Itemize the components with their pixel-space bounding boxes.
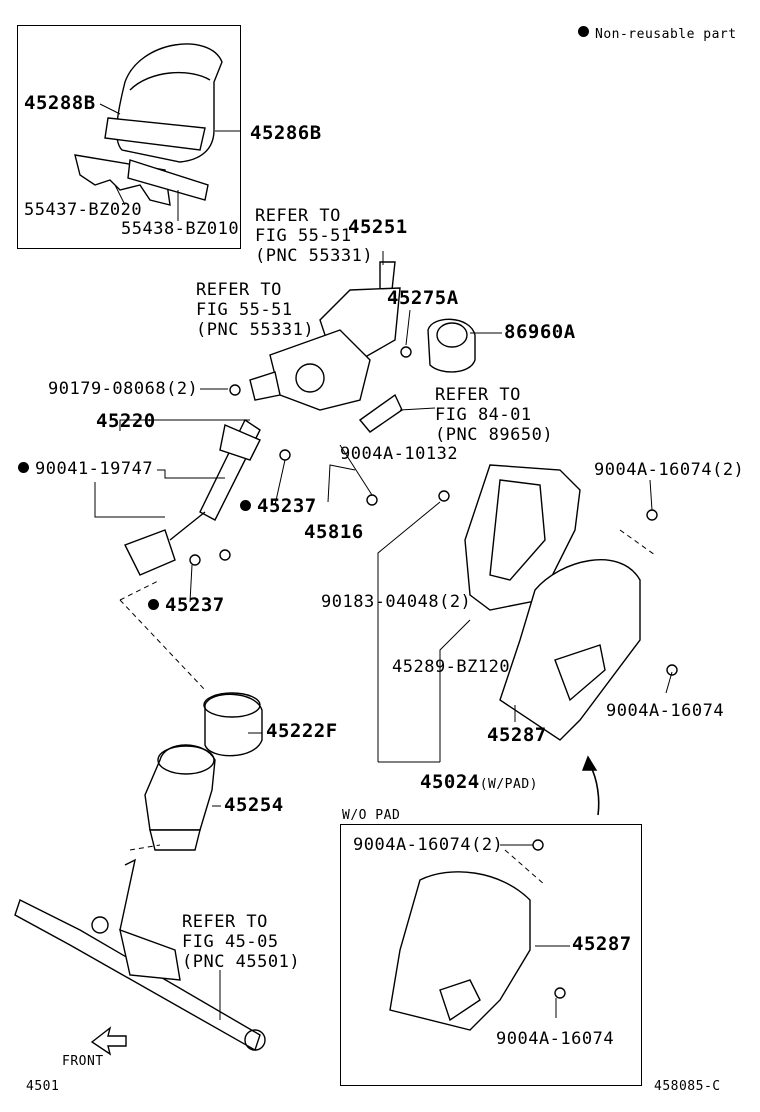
part-55438: 55438-BZ010 <box>121 219 240 239</box>
column-cover-45287 <box>499 559 641 741</box>
part-9004A-16074-2-upper: 9004A-16074(2) <box>594 460 745 480</box>
part-45288B: 45288B <box>24 92 96 114</box>
part-45251: 45251 <box>348 216 408 238</box>
inset-cover-45287 <box>389 871 531 1031</box>
footer-right: 458085-C <box>654 1079 721 1094</box>
legend-text: Non-reusable part <box>595 27 737 42</box>
part-45222F: 45222F <box>266 720 338 742</box>
part-9004A-10132: 9004A-10132 <box>340 444 459 464</box>
inset-part-9004A-16074: 9004A-16074 <box>496 1029 615 1049</box>
part-45289: 45289-BZ120 <box>392 657 511 677</box>
inset-part-45287: 45287 <box>572 933 632 955</box>
inset-title: W/O PAD <box>342 808 401 823</box>
bracket-45816 <box>358 393 403 433</box>
part-45254: 45254 <box>224 794 284 816</box>
part-45237-lower: 45237 <box>148 596 225 615</box>
inset-box <box>340 824 642 1086</box>
steering-column-cover-upper <box>104 43 223 163</box>
dashed-lines <box>119 529 656 886</box>
part-9004A-16074-upper: 9004A-16074 <box>606 701 725 721</box>
leader-lines <box>94 103 673 1020</box>
part-45286B: 45286B <box>250 122 322 144</box>
inset-part-9004A-16074-2: 9004A-16074(2) <box>353 835 504 855</box>
part-45237-upper: 45237 <box>240 497 317 516</box>
legend: Non-reusable part <box>578 26 737 41</box>
column-hole-cover-45222f <box>203 692 263 757</box>
part-45220: 45220 <box>96 410 156 432</box>
steering-column-assembly <box>249 261 401 411</box>
front-label: FRONT <box>62 1054 104 1069</box>
motor-86960a <box>427 318 476 373</box>
part-45816: 45816 <box>304 521 364 543</box>
non-reusable-dot-icon <box>18 462 29 473</box>
part-55437: 55437-BZ020 <box>24 200 143 220</box>
cover-group-box <box>17 25 241 249</box>
fasteners <box>189 346 678 999</box>
front-arrow-icon <box>90 1026 127 1056</box>
intermediate-shaft <box>124 418 261 576</box>
boot-45254 <box>144 744 216 851</box>
cover-clip-right <box>127 159 209 201</box>
part-45275A: 45275A <box>387 287 459 309</box>
footer-left: 4501 <box>26 1079 60 1094</box>
part-45287: 45287 <box>487 724 547 746</box>
part-90041: 90041-19747 <box>18 461 153 478</box>
steering-gear-rack <box>14 858 266 1052</box>
part-86960A: 86960A <box>504 321 576 343</box>
non-reusable-dot-icon <box>578 26 589 37</box>
non-reusable-dot-icon <box>240 500 251 511</box>
non-reusable-dot-icon <box>148 599 159 610</box>
direction-arrow <box>581 755 600 816</box>
part-90183: 90183-04048(2) <box>321 592 472 612</box>
part-45024: 45024(W/PAD) <box>420 771 538 793</box>
part-90179: 90179-08068(2) <box>48 379 199 399</box>
